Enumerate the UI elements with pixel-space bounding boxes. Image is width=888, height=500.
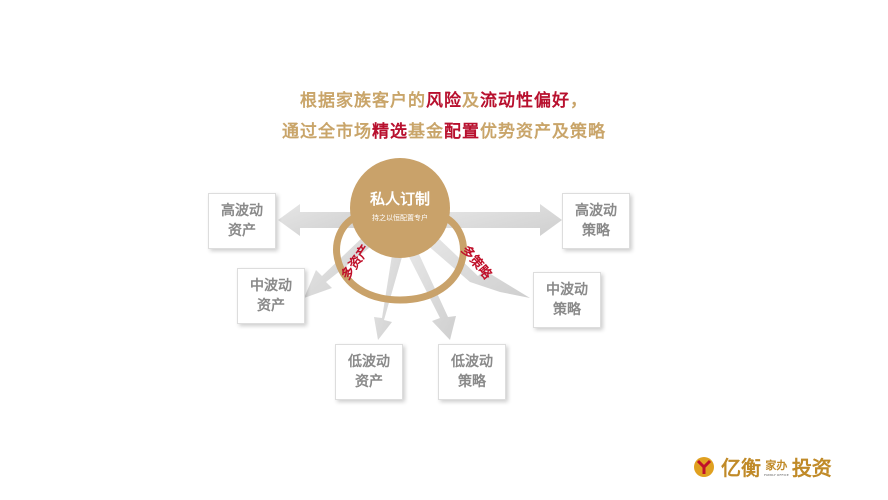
logo-text: 投资 — [791, 456, 832, 480]
box-text: 中波动 — [250, 278, 292, 294]
center-circle: 私人订制 持之以恒配置专户 — [350, 158, 450, 258]
box-mid-strategy: 中波动策略 — [533, 272, 601, 328]
center-subtitle: 持之以恒配置专户 — [372, 214, 428, 222]
box-text: 策略 — [458, 374, 486, 390]
box-mid-asset: 中波动资产 — [237, 268, 305, 324]
box-text: 资产 — [257, 298, 285, 314]
logo-text: 亿衡 — [721, 456, 761, 480]
box-low-strategy: 低波动策略 — [438, 344, 506, 400]
logo-text: 家办 — [765, 458, 788, 472]
text: 基金 — [408, 122, 444, 142]
text: 优势资产及策略 — [480, 122, 606, 142]
box-text: 中波动 — [546, 282, 588, 298]
logo-small-text: FAMILY OFFICE — [764, 472, 789, 477]
text: 根据家族客户的 — [300, 91, 426, 111]
cycle-arrow-right — [399, 211, 467, 304]
highlight: 流动性偏好 — [480, 91, 570, 111]
box-low-asset: 低波动资产 — [335, 344, 403, 400]
box-text: 低波动 — [348, 354, 390, 370]
cycle-arrow-left — [333, 211, 401, 304]
text: 通过全市场 — [282, 122, 372, 142]
box-high-asset: 高波动资产 — [208, 193, 276, 249]
headline-line-2: 通过全市场精选基金配置优势资产及策略 — [0, 117, 888, 142]
logo-y-icon — [694, 456, 714, 477]
headline-line-1: 根据家族客户的风险及流动性偏好， — [0, 86, 888, 111]
company-logo: 亿衡 家办 FAMILY OFFICE 投资 — [693, 452, 832, 481]
center-title: 私人订制 — [369, 190, 430, 208]
box-text: 高波动 — [575, 203, 617, 219]
box-high-strategy: 高波动策略 — [562, 193, 630, 249]
highlight: 配置 — [444, 122, 480, 142]
text: 及 — [462, 91, 480, 111]
box-text: 低波动 — [451, 354, 493, 370]
arrow-high-strategy — [440, 204, 562, 236]
text: ， — [570, 91, 588, 111]
box-text: 高波动 — [221, 203, 263, 219]
arrow-mid-strategy — [426, 235, 530, 298]
highlight: 风险 — [426, 91, 462, 111]
highlight: 精选 — [372, 122, 408, 142]
box-text: 资产 — [355, 374, 383, 390]
box-text: 策略 — [553, 302, 581, 318]
box-text: 资产 — [228, 223, 256, 239]
box-text: 策略 — [582, 223, 610, 239]
